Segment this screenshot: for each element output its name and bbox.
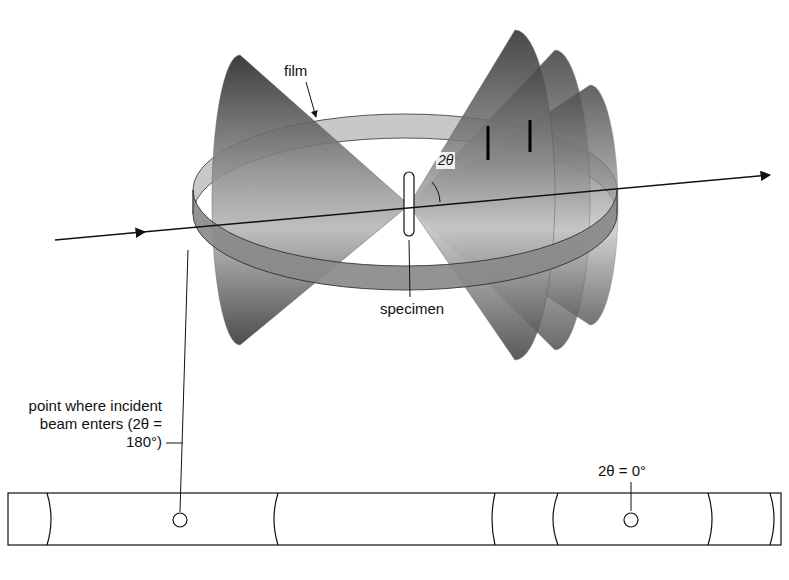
leader-lines <box>166 82 631 512</box>
beam-entry-label: point where incident beam enters (2θ = 1… <box>10 397 162 451</box>
x-ray-beam <box>55 175 770 240</box>
film-label: film <box>284 62 307 80</box>
forward-beam-label: 2θ = 0° <box>598 462 646 480</box>
film-strip <box>8 493 781 545</box>
specimen-rod <box>404 172 414 236</box>
film-marks <box>488 120 530 160</box>
specimen-label: specimen <box>380 300 444 318</box>
angle-label: 2θ <box>436 152 455 169</box>
angle-arc <box>432 182 440 202</box>
